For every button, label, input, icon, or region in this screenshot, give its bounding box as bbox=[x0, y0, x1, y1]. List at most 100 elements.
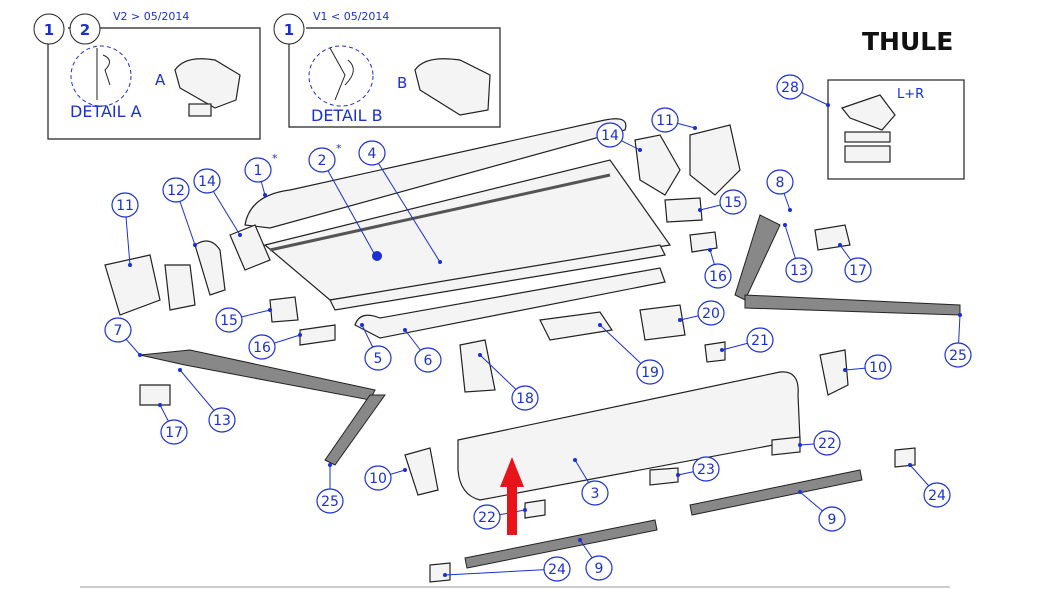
callout-6[interactable]: 6 bbox=[403, 328, 442, 373]
callout-22[interactable]: 22 bbox=[473, 504, 527, 530]
leader-arrowhead bbox=[128, 263, 132, 267]
callout-19[interactable]: 19 bbox=[598, 323, 664, 385]
callout-circle bbox=[364, 345, 392, 371]
callout-16[interactable]: 16 bbox=[248, 333, 302, 360]
callout-circle bbox=[162, 177, 190, 203]
callout-circle bbox=[746, 327, 774, 353]
leader-arrowhead bbox=[698, 208, 702, 212]
callout-16[interactable]: 16 bbox=[704, 248, 732, 289]
detail-box-a: 1 2 V2 > 05/2014 DETAIL A A bbox=[33, 10, 261, 140]
leader-arrowhead bbox=[783, 223, 787, 227]
callout-number: 21 bbox=[751, 333, 769, 349]
callout-number: 17 bbox=[849, 263, 867, 279]
callout-circle bbox=[104, 317, 132, 343]
callout-circle bbox=[692, 456, 720, 482]
callout-circle bbox=[364, 465, 392, 491]
leader-arrowhead bbox=[798, 490, 802, 494]
logo-text: THULE bbox=[862, 27, 953, 56]
callout-circle bbox=[766, 169, 794, 195]
callout-28[interactable]: 28 bbox=[776, 74, 830, 107]
leader-arrowhead bbox=[578, 538, 582, 542]
callout-17[interactable]: 17 bbox=[158, 403, 188, 445]
callout-circle bbox=[923, 482, 951, 508]
leader-arrowhead bbox=[438, 260, 442, 264]
callout-circle bbox=[844, 257, 872, 283]
callout-number: 12 bbox=[167, 183, 185, 199]
callout-number: 19 bbox=[641, 365, 659, 381]
callout-circle bbox=[308, 147, 336, 173]
callout-number: 14 bbox=[601, 128, 619, 144]
callout-22[interactable]: 22 bbox=[798, 430, 841, 456]
callout-1[interactable]: 1* bbox=[244, 152, 278, 197]
callout-circle bbox=[33, 13, 65, 45]
callout-20[interactable]: 20 bbox=[678, 300, 725, 326]
callout-24[interactable]: 24 bbox=[908, 463, 951, 508]
detail-marker: A bbox=[155, 71, 166, 89]
callout-circle bbox=[215, 307, 243, 333]
leader-line bbox=[371, 152, 441, 263]
callout-7[interactable]: 7 bbox=[104, 317, 142, 357]
callout-2[interactable]: 2* bbox=[308, 142, 377, 257]
leader-arrowhead bbox=[838, 243, 842, 247]
callout-25[interactable]: 25 bbox=[316, 463, 344, 514]
callout-9[interactable]: 9 bbox=[798, 490, 846, 532]
callout-18[interactable]: 18 bbox=[478, 353, 539, 411]
callout-circle bbox=[704, 263, 732, 289]
callout-number: 15 bbox=[724, 195, 742, 211]
leader-arrowhead bbox=[158, 403, 162, 407]
callout-number: 24 bbox=[928, 488, 946, 504]
callout-21[interactable]: 21 bbox=[720, 327, 774, 353]
callout-24[interactable]: 24 bbox=[443, 556, 571, 582]
callout-3[interactable]: 3 bbox=[573, 458, 609, 506]
callout-circle bbox=[818, 506, 846, 532]
callout-8[interactable]: 8 bbox=[766, 169, 794, 212]
leader-arrowhead bbox=[708, 248, 712, 252]
callout-4[interactable]: 4 bbox=[358, 140, 442, 264]
callout-number: 11 bbox=[116, 198, 134, 214]
callout-13[interactable]: 13 bbox=[783, 223, 813, 283]
callout-number: 10 bbox=[369, 471, 387, 487]
callout-circle bbox=[543, 556, 571, 582]
callout-11[interactable]: 11 bbox=[111, 192, 139, 267]
callout-circle bbox=[511, 385, 539, 411]
callout-label: 1 bbox=[284, 21, 294, 39]
leader-arrowhead bbox=[268, 308, 272, 312]
callout-14[interactable]: 14 bbox=[596, 122, 642, 152]
callout-circle bbox=[248, 334, 276, 360]
callout-13[interactable]: 13 bbox=[178, 368, 236, 433]
callout-number: 22 bbox=[818, 436, 836, 452]
callout-number: 23 bbox=[697, 462, 715, 478]
callout-number: 8 bbox=[776, 175, 785, 191]
thule-logo: THULE bbox=[862, 27, 953, 56]
leader-arrowhead bbox=[263, 193, 267, 197]
version-label: V1 < 05/2014 bbox=[313, 10, 389, 23]
callout-circle bbox=[697, 300, 725, 326]
callout-15[interactable]: 15 bbox=[215, 307, 272, 333]
kit-box-28: L+R bbox=[827, 79, 965, 180]
callout-circle bbox=[358, 140, 386, 166]
callout-11[interactable]: 11 bbox=[651, 107, 697, 133]
leader-arrowhead bbox=[638, 148, 642, 152]
leader-arrowhead bbox=[360, 323, 364, 327]
callout-10[interactable]: 10 bbox=[843, 354, 892, 380]
callout-15[interactable]: 15 bbox=[698, 189, 747, 215]
callout-17[interactable]: 17 bbox=[838, 243, 872, 283]
callout-number: 1 bbox=[254, 163, 263, 179]
callout-23[interactable]: 23 bbox=[676, 456, 720, 482]
callout-circle bbox=[193, 168, 221, 194]
callout-12[interactable]: 12 bbox=[162, 177, 197, 247]
callout-14[interactable]: 14 bbox=[193, 168, 242, 237]
leader-arrowhead bbox=[328, 463, 332, 467]
callout-9[interactable]: 9 bbox=[578, 538, 613, 581]
callout-5[interactable]: 5 bbox=[360, 323, 392, 371]
callout-number: 16 bbox=[253, 340, 271, 356]
callout-number: 22 bbox=[478, 510, 496, 526]
callout-number: 14 bbox=[198, 174, 216, 190]
leader-arrowhead bbox=[478, 353, 482, 357]
callout-number: 10 bbox=[869, 360, 887, 376]
callout-25[interactable]: 25 bbox=[944, 313, 972, 368]
callout-circle bbox=[160, 419, 188, 445]
leader-arrowhead bbox=[443, 573, 447, 577]
callout-10[interactable]: 10 bbox=[364, 465, 407, 491]
callout-number: 6 bbox=[424, 353, 433, 369]
